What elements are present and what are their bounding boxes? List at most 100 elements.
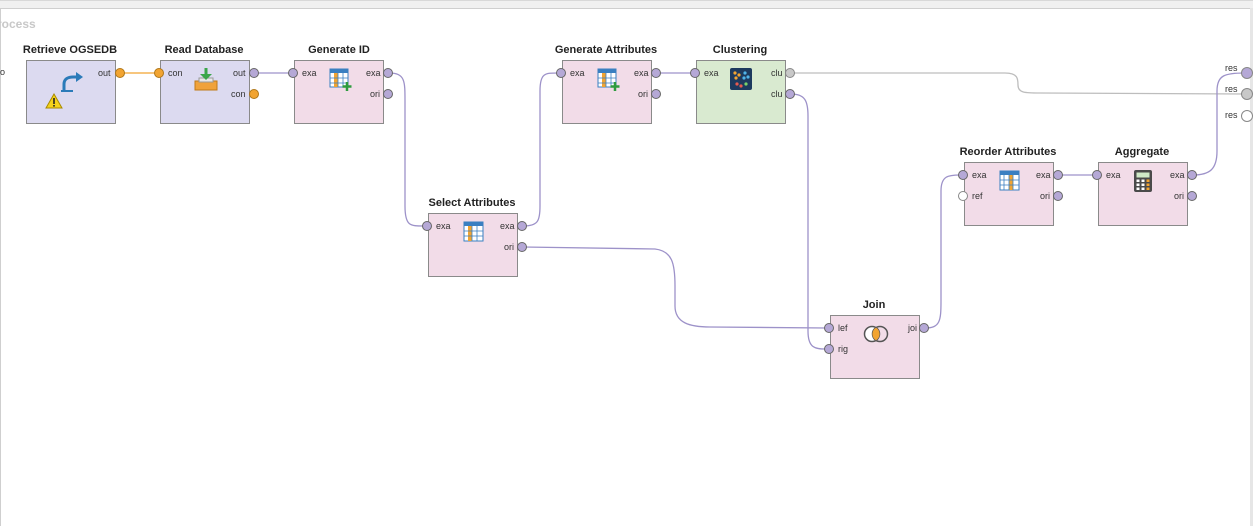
canvas-top-border bbox=[0, 1, 1253, 9]
process-input-port-label: o bbox=[0, 67, 6, 77]
result-port-3-label: res bbox=[1225, 110, 1238, 120]
wire-select-genattr bbox=[522, 72, 559, 227]
join-operator[interactable]: lef rig joi bbox=[830, 315, 920, 379]
clustering-clu-out2-label: clu bbox=[771, 89, 783, 99]
retrieve-out-label: out bbox=[98, 68, 111, 78]
canvas-right-border bbox=[1250, 8, 1253, 526]
readdb-con-in-label: con bbox=[168, 68, 183, 78]
clustering-exa-in-label: exa bbox=[704, 68, 719, 78]
genid-exa-out-label: exa bbox=[366, 68, 381, 78]
genid-ori-out-port[interactable] bbox=[383, 89, 393, 99]
result-port-1[interactable] bbox=[1241, 67, 1253, 79]
retrieve-arrow-icon bbox=[61, 72, 83, 92]
join-lef-in-port[interactable] bbox=[824, 323, 834, 333]
clustering-exa-in-port[interactable] bbox=[690, 68, 700, 78]
aggregate-ori-out-port[interactable] bbox=[1187, 191, 1197, 201]
select-attributes-table-icon bbox=[463, 221, 484, 242]
result-port-3[interactable] bbox=[1241, 110, 1253, 122]
genid-operator[interactable]: exa exa ori bbox=[294, 60, 384, 124]
wire-clustering-join bbox=[790, 93, 827, 350]
reorder-exa-in-port[interactable] bbox=[958, 170, 968, 180]
join-joi-out-port[interactable] bbox=[919, 323, 929, 333]
clustering-clu-out2-port[interactable] bbox=[785, 89, 795, 99]
aggregate-exa-in-port[interactable] bbox=[1092, 170, 1102, 180]
clustering-clu-out1-label: clu bbox=[771, 68, 783, 78]
readdb-operator[interactable]: con out con bbox=[160, 60, 250, 124]
genattr-ori-out-label: ori bbox=[638, 89, 649, 99]
retrieve-operator-title: Retrieve OGSEDB bbox=[22, 44, 118, 56]
genattr-exa-out-label: exa bbox=[634, 68, 649, 78]
generate-attributes-table-icon bbox=[597, 68, 620, 91]
generate-id-table-icon bbox=[329, 68, 352, 91]
select-exa-in-port[interactable] bbox=[422, 221, 432, 231]
join-venn-icon bbox=[863, 325, 889, 343]
database-read-icon bbox=[194, 68, 218, 91]
join-rig-in-port[interactable] bbox=[824, 344, 834, 354]
aggregate-exa-out-port[interactable] bbox=[1187, 170, 1197, 180]
reorder-ref-in-port[interactable] bbox=[958, 191, 968, 201]
canvas-left-border bbox=[0, 8, 1, 526]
reorder-ref-in-label: ref bbox=[972, 191, 983, 201]
reorder-ori-out-port[interactable] bbox=[1053, 191, 1063, 201]
genattr-exa-in-port[interactable] bbox=[556, 68, 566, 78]
select-exa-out-port[interactable] bbox=[517, 221, 527, 231]
aggregate-exa-in-label: exa bbox=[1106, 170, 1121, 180]
readdb-out-port[interactable] bbox=[249, 68, 259, 78]
result-port-1-label: res bbox=[1225, 63, 1238, 73]
genattr-operator-title: Generate Attributes bbox=[554, 44, 658, 56]
genid-exa-out-port[interactable] bbox=[383, 68, 393, 78]
reorder-exa-out-label: exa bbox=[1036, 170, 1051, 180]
retrieve-operator[interactable]: out bbox=[26, 60, 116, 124]
reorder-exa-out-port[interactable] bbox=[1053, 170, 1063, 180]
genid-operator-title: Generate ID bbox=[308, 44, 370, 56]
wire-select-join bbox=[522, 246, 827, 329]
wire-aggregate-result bbox=[1192, 72, 1246, 176]
reorder-attributes-table-icon bbox=[999, 170, 1020, 191]
clustering-operator[interactable]: exa clu clu bbox=[696, 60, 786, 124]
readdb-con-out-label: con bbox=[231, 89, 246, 99]
genid-exa-in-port[interactable] bbox=[288, 68, 298, 78]
aggregate-operator[interactable]: exa exa ori bbox=[1098, 162, 1188, 226]
readdb-con-out-port[interactable] bbox=[249, 89, 259, 99]
join-rig-in-label: rig bbox=[838, 344, 849, 354]
wire-genid-select bbox=[388, 72, 425, 227]
join-lef-in-label: lef bbox=[838, 323, 848, 333]
readdb-operator-title: Read Database bbox=[164, 44, 244, 56]
readdb-out-label: out bbox=[233, 68, 246, 78]
process-title: rocess bbox=[0, 17, 36, 31]
reorder-exa-in-label: exa bbox=[972, 170, 987, 180]
genid-exa-in-label: exa bbox=[302, 68, 317, 78]
select-ori-out-port[interactable] bbox=[517, 242, 527, 252]
wire-clustering-result bbox=[791, 72, 1246, 95]
genattr-operator[interactable]: exa exa ori bbox=[562, 60, 652, 124]
clustering-icon bbox=[730, 68, 752, 90]
readdb-con-in-port[interactable] bbox=[154, 68, 164, 78]
join-operator-title: Join bbox=[862, 299, 886, 311]
reorder-operator-title: Reorder Attributes bbox=[959, 146, 1057, 158]
clustering-clu-out1-port[interactable] bbox=[785, 68, 795, 78]
aggregate-exa-out-label: exa bbox=[1170, 170, 1185, 180]
calculator-icon bbox=[1134, 170, 1152, 192]
select-ori-out-label: ori bbox=[504, 242, 515, 252]
genattr-exa-out-port[interactable] bbox=[651, 68, 661, 78]
select-exa-out-label: exa bbox=[500, 221, 515, 231]
aggregate-operator-title: Aggregate bbox=[1114, 146, 1170, 158]
clustering-operator-title: Clustering bbox=[712, 44, 768, 56]
genid-ori-out-label: ori bbox=[370, 89, 381, 99]
select-operator-title: Select Attributes bbox=[428, 197, 516, 209]
join-joi-out-label: joi bbox=[908, 323, 918, 333]
warning-icon[interactable] bbox=[45, 93, 63, 109]
reorder-operator[interactable]: exa ref exa ori bbox=[964, 162, 1054, 226]
wire-join-reorder bbox=[924, 174, 961, 329]
genattr-exa-in-label: exa bbox=[570, 68, 585, 78]
result-port-2[interactable] bbox=[1241, 88, 1253, 100]
select-operator[interactable]: exa exa ori bbox=[428, 213, 518, 277]
reorder-ori-out-label: ori bbox=[1040, 191, 1051, 201]
result-port-2-label: res bbox=[1225, 84, 1238, 94]
aggregate-ori-out-label: ori bbox=[1174, 191, 1185, 201]
select-exa-in-label: exa bbox=[436, 221, 451, 231]
retrieve-out-port[interactable] bbox=[115, 68, 125, 78]
genattr-ori-out-port[interactable] bbox=[651, 89, 661, 99]
